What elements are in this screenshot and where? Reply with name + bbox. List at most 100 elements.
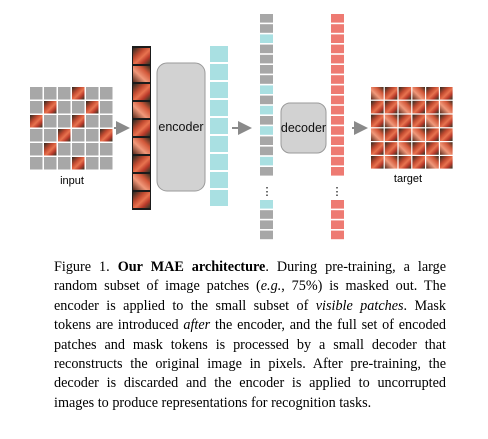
visible-patch: [44, 101, 57, 114]
target-patch: [412, 142, 425, 155]
target-patch: [440, 128, 453, 141]
encoded-token: [260, 105, 273, 115]
decoded-token: [331, 126, 344, 135]
target-patch: [398, 142, 412, 155]
masked-patch: [58, 115, 71, 128]
visible-patch: [72, 87, 85, 100]
target-patch: [398, 87, 412, 100]
mask-token: [260, 14, 273, 23]
masked-patch: [44, 157, 57, 170]
target-patch: [440, 114, 453, 128]
target-patch: [412, 128, 425, 141]
target-patch: [412, 87, 425, 100]
target-patch: [384, 156, 398, 169]
masked-patch: [58, 157, 71, 170]
encoded-token: [210, 154, 228, 170]
visible-patches-column: [132, 46, 151, 210]
target-patch: [371, 142, 384, 155]
visible-patch-token: [133, 102, 150, 118]
decoded-token: [331, 95, 344, 105]
encoded-token: [210, 64, 228, 80]
decoded-token: [331, 136, 344, 145]
decoded-token: [331, 14, 344, 23]
decoded-token: [331, 156, 344, 166]
decoder-block: [280, 102, 327, 154]
target-patch: [440, 87, 453, 100]
target-patch: [426, 156, 439, 169]
target-image: [371, 87, 453, 169]
mask-token: [260, 65, 273, 74]
mask-token: [260, 230, 273, 240]
masked-patch: [44, 129, 57, 142]
target-patch: [371, 87, 384, 100]
input-masked-image: [30, 87, 113, 170]
encoded-token: [210, 190, 228, 206]
decoded-token: [331, 146, 344, 156]
caption-figure-number: Figure 1.: [54, 259, 110, 275]
target-patch: [398, 100, 412, 114]
decoded-token: [331, 230, 344, 240]
masked-patch: [72, 143, 85, 156]
decoded-token: [331, 75, 344, 84]
mask-token: [260, 146, 273, 156]
target-patch: [440, 100, 453, 114]
figure-caption: Figure 1. Our MAE architecture. During p…: [54, 258, 446, 413]
decoded-token: [331, 200, 344, 209]
masked-patch: [30, 87, 43, 100]
target-patch: [412, 114, 425, 128]
encoded-token: [210, 82, 228, 98]
masked-patch: [30, 101, 43, 114]
target-patch: [398, 114, 412, 128]
caption-visible-patches: visible patches: [315, 297, 404, 314]
decoded-token: [331, 65, 344, 74]
mask-token: [260, 75, 273, 84]
visible-patch: [86, 101, 99, 114]
decoded-tokens-column: [331, 14, 344, 240]
decoded-token: [331, 116, 344, 125]
decoded-token: [331, 24, 344, 33]
visible-patch: [44, 143, 57, 156]
target-patch: [384, 128, 398, 141]
decoded-token: [331, 44, 344, 54]
masked-patch: [58, 101, 71, 114]
decoded-token: [331, 220, 344, 229]
masked-patch: [44, 115, 57, 128]
caption-text-1: . During pre-training, a large random su…: [54, 259, 447, 295]
masked-patch: [44, 87, 57, 100]
encoded-token: [210, 100, 228, 116]
masked-patch: [100, 157, 113, 170]
mask-token: [260, 116, 273, 125]
target-patch: [412, 100, 425, 114]
target-patch: [384, 100, 398, 114]
caption-text-2: , 75%) is masked out. The encoder is app…: [54, 278, 446, 314]
target-patch: [398, 128, 412, 141]
encoded-token: [260, 156, 273, 166]
encoded-token: [260, 200, 273, 209]
ellipsis-full-sequence: ⋮: [262, 186, 273, 198]
decoded-token: [331, 105, 344, 115]
ellipsis-decoded: ⋮: [332, 186, 343, 198]
decoded-token: [331, 210, 344, 219]
masked-patch: [30, 129, 43, 142]
visible-patch: [100, 129, 113, 142]
visible-patch-token: [133, 66, 150, 82]
caption-eg: e.g.: [260, 278, 282, 295]
mask-token: [260, 44, 273, 54]
visible-patch: [58, 129, 71, 142]
visible-patch-token: [133, 84, 150, 100]
target-patch: [426, 114, 439, 128]
encoder-label: encoder: [158, 120, 203, 134]
encoded-token: [210, 136, 228, 152]
caption-after: after: [183, 317, 211, 334]
visible-patch: [72, 157, 85, 170]
target-patch: [384, 142, 398, 155]
encoded-token: [210, 118, 228, 134]
masked-patch: [30, 157, 43, 170]
masked-patch: [58, 87, 71, 100]
caption-text-4: the encoder, and the full set of encoded…: [54, 317, 446, 411]
decoded-token: [331, 54, 344, 64]
target-patch: [371, 100, 384, 114]
visible-patch: [72, 115, 85, 128]
visible-patch-token: [133, 138, 150, 154]
visible-patch-token: [133, 174, 150, 190]
